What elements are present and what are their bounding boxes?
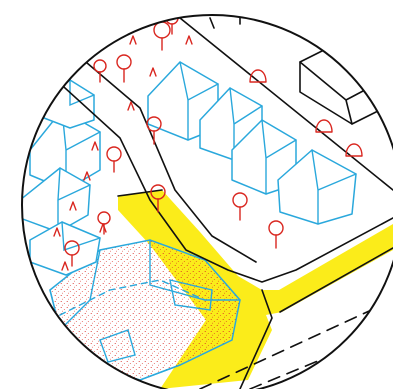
tree-icon [93,59,107,83]
tree-icon [150,184,166,213]
tree-icon [249,69,267,83]
tree-icon [232,192,248,221]
box-building [299,43,381,125]
tree-icon [268,220,284,249]
tree-icon [345,143,363,157]
tree-icon [116,54,132,83]
vignette-circle [21,14,393,389]
tree-icon [315,119,333,133]
tree-icon [165,15,179,35]
trees [64,15,363,267]
sketch-content [22,15,393,389]
house-row-left [22,79,101,276]
tree-icon [64,240,80,267]
tree-icon [146,116,162,145]
tree-icon [106,146,122,173]
house-row-right [147,61,357,225]
grass-tufts [53,35,193,271]
tree-icon [153,21,171,51]
highlighted-street [118,190,393,389]
